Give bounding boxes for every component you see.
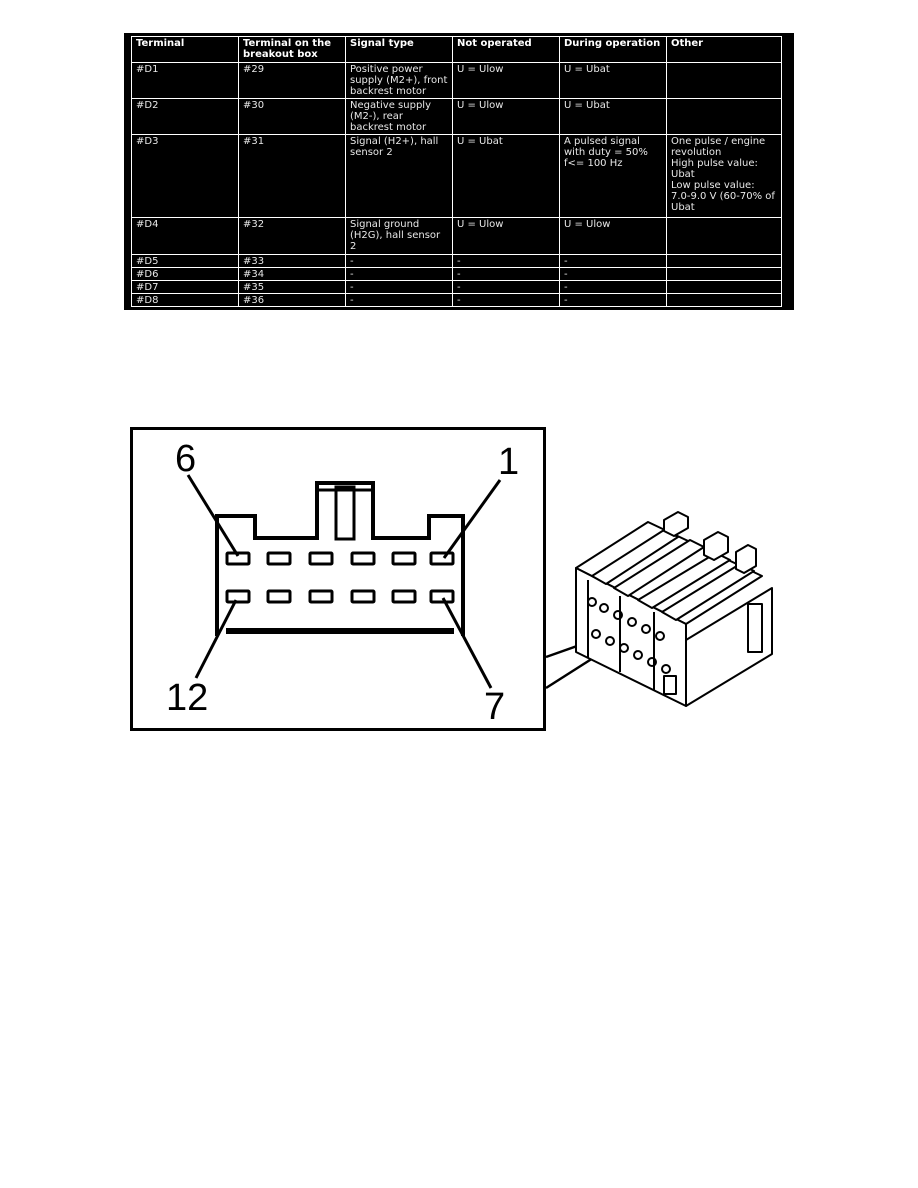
header-other: Other bbox=[666, 36, 782, 63]
pinout-table-panel: Terminal Terminal on the breakout box Si… bbox=[124, 33, 794, 310]
table-cell: One pulse / engine revolution High pulse… bbox=[666, 134, 782, 218]
connector-latch bbox=[334, 485, 356, 541]
connector-face-diagram bbox=[130, 427, 546, 731]
pin-label-1: 1 bbox=[498, 441, 519, 483]
connector-housing-outline bbox=[215, 481, 465, 636]
table-cell: U = Ubat bbox=[559, 98, 667, 135]
table-cell: Positive power supply (M2+), front backr… bbox=[345, 62, 453, 99]
pin-slot bbox=[266, 551, 292, 566]
pin-slot bbox=[350, 589, 376, 604]
leader-line-12 bbox=[194, 599, 238, 679]
leader-line-1 bbox=[442, 479, 502, 559]
table-cell: #32 bbox=[238, 217, 346, 255]
pin-slot bbox=[429, 551, 455, 566]
table-row: #D2 #30 Negative supply (M2-), rear back… bbox=[131, 98, 782, 135]
table-cell bbox=[666, 98, 782, 135]
table-cell: Negative supply (M2-), rear backrest mot… bbox=[345, 98, 453, 135]
table-cell: A pulsed signal with duty = 50% f<= 100 … bbox=[559, 134, 667, 218]
header-terminal: Terminal bbox=[131, 36, 239, 63]
table-cell bbox=[666, 293, 782, 307]
connector-3d-icon bbox=[575, 511, 773, 707]
pin-slot bbox=[266, 589, 292, 604]
table-cell: U = Ubat bbox=[559, 62, 667, 99]
connector-bottom-bar bbox=[226, 628, 454, 634]
pin-slot bbox=[308, 551, 334, 566]
pin-slot bbox=[308, 589, 334, 604]
pin-label-7: 7 bbox=[484, 686, 505, 728]
table-row: #D8 #36 - - - bbox=[131, 293, 782, 307]
pin-label-12: 12 bbox=[166, 677, 208, 719]
pin-slot bbox=[350, 551, 376, 566]
bottom-pin-row bbox=[225, 589, 455, 604]
top-pin-row bbox=[225, 551, 455, 566]
pin-slot bbox=[429, 589, 455, 604]
pin-slot bbox=[391, 589, 417, 604]
pin-label-6: 6 bbox=[175, 438, 196, 480]
pin-slot bbox=[225, 551, 251, 566]
pin-slot bbox=[391, 551, 417, 566]
table-cell: #29 bbox=[238, 62, 346, 99]
pinout-table: Terminal Terminal on the breakout box Si… bbox=[131, 36, 782, 307]
leader-line-7 bbox=[441, 597, 493, 689]
table-cell: #31 bbox=[238, 134, 346, 218]
leader-line-6 bbox=[186, 474, 240, 557]
pin-slot bbox=[225, 589, 251, 604]
table-cell: U = Ulow bbox=[452, 98, 560, 135]
